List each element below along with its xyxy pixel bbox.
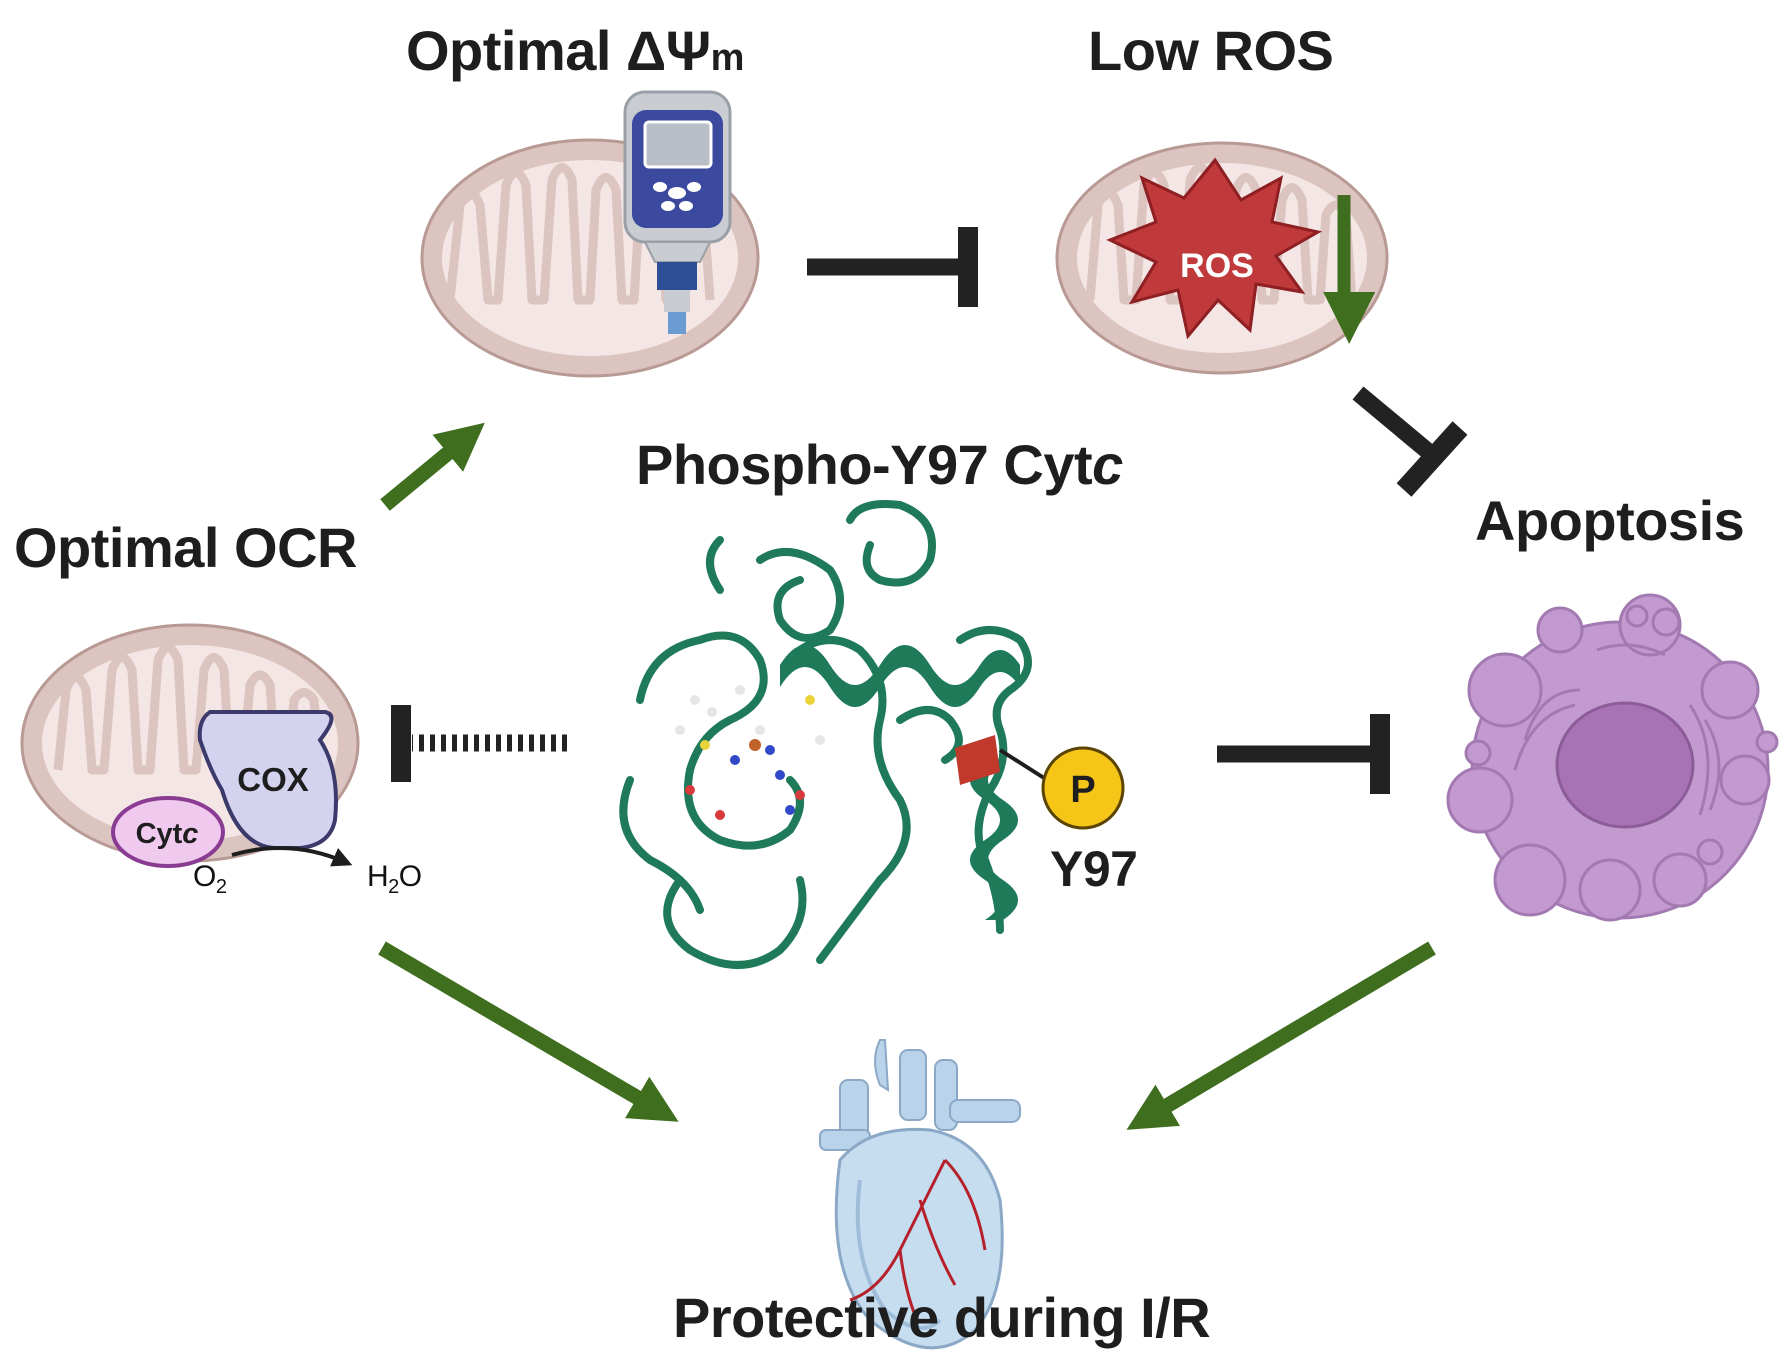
apoptotic-cell-icon — [1446, 593, 1779, 922]
membrane-potential-title: Optimal ΔΨm — [406, 18, 744, 83]
o2-base: O — [193, 860, 216, 893]
h2o-h: H — [367, 860, 389, 893]
cytc-protein — [111, 796, 225, 868]
cytochrome-c-structure — [619, 500, 1032, 969]
apoptosis-title: Apoptosis — [1475, 489, 1745, 552]
phospho-italic: c — [1092, 433, 1123, 496]
cytc-prefix: Cyt — [136, 818, 183, 850]
phosphate-label: P — [1070, 769, 1095, 811]
cytc-italic: c — [182, 818, 198, 850]
arrow-apoptosis-to-protective — [1126, 941, 1436, 1130]
inhibit-cytc-to-ocr-dashed — [391, 705, 567, 782]
ros-star-label: ROS — [1180, 247, 1254, 285]
inhibit-cytc-to-apoptosis — [1217, 714, 1390, 794]
membrane-potential-symbol: ΔΨ — [626, 19, 711, 82]
cox-label: COX — [237, 761, 309, 798]
o2-to-h2o-arrow — [231, 846, 353, 867]
o2-label: O2 — [193, 860, 227, 899]
low-ros-title: Low ROS — [1088, 19, 1334, 82]
arrow-ocr-to-protective — [378, 941, 679, 1122]
cytc-label: Cytc — [136, 818, 199, 850]
phosphate-badge — [1041, 746, 1125, 830]
y97-label: Y97 — [1050, 841, 1138, 897]
voltmeter-icon — [623, 90, 732, 334]
h2o-o: O — [398, 860, 422, 893]
o2-subscript: 2 — [215, 876, 227, 898]
optimal-ocr-title: Optimal OCR — [14, 516, 357, 579]
h2o-subscript: 2 — [388, 876, 399, 898]
membrane-potential-subscript: m — [710, 37, 745, 79]
heme-group — [675, 685, 825, 820]
ros-burst-icon — [1106, 157, 1323, 340]
helix-segment — [780, 645, 1020, 920]
arrow-ocr-to-membrane-potential — [380, 422, 485, 511]
phospho-prefix: Phospho-Y97 Cyt — [636, 433, 1093, 496]
inhibit-membrane-potential-to-ros — [807, 227, 978, 307]
heart-icon — [819, 1039, 1021, 1350]
h2o-label: H2O — [367, 860, 422, 899]
inhibit-ros-to-apoptosis — [1352, 386, 1468, 497]
protective-title: Protective during I/R — [673, 1286, 1211, 1349]
membrane-potential-prefix: Optimal — [406, 19, 627, 82]
phospho-cytc-title: Phospho-Y97 Cytc — [636, 432, 1123, 497]
y97-residue — [955, 735, 1000, 785]
